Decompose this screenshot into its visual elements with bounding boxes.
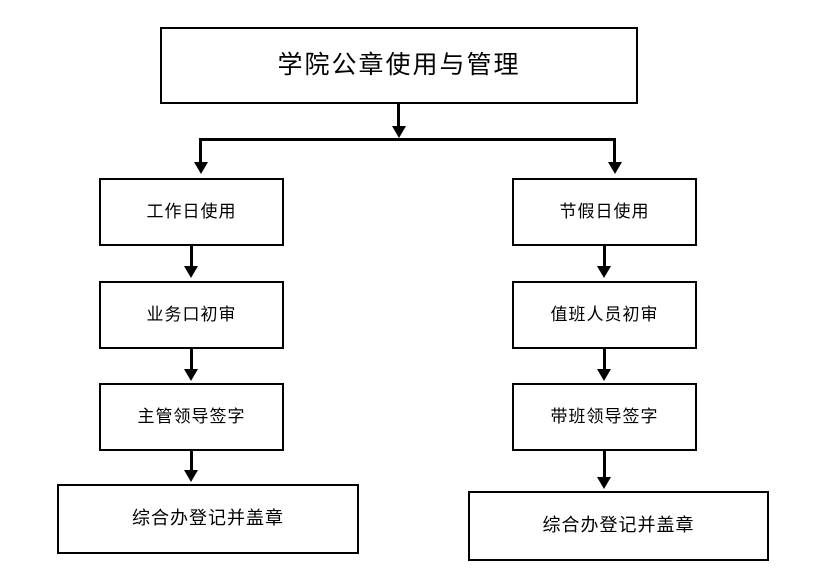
flowchart-node-right-4[interactable]: 综合办登记并盖章	[468, 491, 769, 561]
node-right-2-label: 值班人员初审	[550, 304, 659, 324]
node-right-1-label: 节假日使用	[559, 201, 650, 221]
flowchart-node-left-3[interactable]: 主管领导签字	[99, 383, 284, 451]
node-right-3-label: 带班领导签字	[550, 406, 659, 426]
connector-left-3-to-4	[190, 451, 193, 473]
arrowhead-right-3-to-4	[597, 477, 611, 489]
arrowhead-left-2-to-3	[184, 369, 198, 381]
arrowhead-right-1-to-2	[597, 266, 611, 278]
connector-left-1-to-2	[190, 246, 193, 269]
flowchart-node-right-2[interactable]: 值班人员初审	[512, 281, 697, 349]
node-left-2-label: 业务口初审	[146, 304, 237, 324]
arrowhead-title-to-split	[392, 126, 406, 138]
connector-split-to-left-branch	[199, 138, 202, 164]
node-title-label: 学院公章使用与管理	[277, 51, 521, 79]
flowchart-node-left-2[interactable]: 业务口初审	[99, 281, 284, 349]
connector-split-to-right-branch	[613, 138, 616, 164]
connector-left-2-to-3	[190, 349, 193, 372]
arrowhead-left-3-to-4	[184, 470, 198, 482]
arrowhead-right-2-to-3	[597, 369, 611, 381]
node-left-3-label: 主管领导签字	[137, 406, 246, 426]
arrowhead-split-to-left-branch	[194, 162, 208, 174]
node-right-4-label: 综合办登记并盖章	[542, 515, 695, 536]
node-left-1-label: 工作日使用	[146, 201, 237, 221]
flowchart-node-right-3[interactable]: 带班领导签字	[512, 383, 697, 451]
connector-right-1-to-2	[603, 246, 606, 269]
node-left-4-label: 综合办登记并盖章	[132, 508, 284, 529]
flowchart-node-title[interactable]: 学院公章使用与管理	[160, 27, 638, 104]
flowchart-node-left-4[interactable]: 综合办登记并盖章	[57, 484, 359, 554]
arrowhead-left-1-to-2	[184, 266, 198, 278]
connector-right-3-to-4	[603, 451, 606, 479]
flowchart-node-left-1[interactable]: 工作日使用	[99, 178, 284, 246]
connector-title-to-split	[397, 104, 400, 130]
connector-right-2-to-3	[603, 349, 606, 372]
arrowhead-split-to-right-branch	[608, 162, 622, 174]
connector-split-bar	[199, 138, 616, 141]
flowchart-node-right-1[interactable]: 节假日使用	[512, 178, 697, 246]
